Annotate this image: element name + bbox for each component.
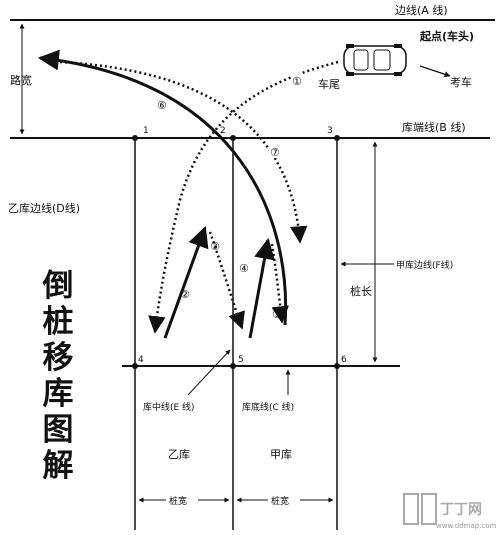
pile-length-label: 桩长 xyxy=(350,284,372,298)
title-char: 移 xyxy=(42,340,74,376)
garage-b-side-line-label: 乙库边线(D线) xyxy=(8,201,80,215)
road-width-label: 路宽 xyxy=(10,73,32,87)
side-line-a-label: 边线(A 线) xyxy=(395,3,448,17)
garage-center-line-label: 库中线(E 线) xyxy=(143,401,195,413)
step-2-path xyxy=(163,226,209,339)
point-label-4: 4 xyxy=(138,355,144,365)
step-5-label: ⑤ xyxy=(272,308,282,321)
car-icon xyxy=(343,44,407,76)
step-6-path xyxy=(37,49,288,326)
watermark-logo: 丁丁网 www.ddmap.com xyxy=(403,493,497,530)
step-7-path xyxy=(59,60,308,244)
point-label-5: 5 xyxy=(238,355,244,365)
step-4-label: ④ xyxy=(239,262,249,275)
point-label-2: 2 xyxy=(220,126,226,136)
step-3-label: ③ xyxy=(210,240,220,253)
title-char: 库 xyxy=(42,376,74,412)
title-char: 倒 xyxy=(42,268,74,304)
garage-bottom-line-label: 库底线(C 线) xyxy=(242,401,294,413)
point-label-3: 3 xyxy=(327,126,333,136)
watermark-url: www.ddmap.com xyxy=(436,522,497,530)
step-2-label: ② xyxy=(180,288,190,301)
title-char: 图 xyxy=(42,412,74,448)
point-label-6: 6 xyxy=(341,355,347,365)
pile-point-2 xyxy=(230,135,236,141)
step-4-path xyxy=(248,237,275,339)
pile-point-3 xyxy=(334,135,340,141)
car-tail-label: 车尾 xyxy=(318,77,340,91)
step-3-path xyxy=(208,231,245,330)
examiner-car-label: 考车 xyxy=(450,75,472,89)
garage-center-line-arrow xyxy=(187,349,231,396)
step-7-label: ⑦ xyxy=(270,146,280,159)
diagram-title: 倒 桩 移 库 图 解 xyxy=(38,268,78,484)
step-5-path xyxy=(270,243,289,324)
title-char: 解 xyxy=(42,448,74,484)
examiner-car-arrow xyxy=(419,65,451,78)
pile-point-6 xyxy=(334,363,340,369)
pile-point-4 xyxy=(132,363,138,369)
pile-point-5 xyxy=(230,363,236,369)
pile-width-right-label: 桩宽 xyxy=(271,495,289,507)
point-label-1: 1 xyxy=(143,126,149,136)
pile-width-left-label: 桩宽 xyxy=(169,495,187,507)
pile-point-1 xyxy=(132,135,138,141)
step-1-path xyxy=(148,60,339,334)
step-1-label: ① xyxy=(292,75,302,88)
step-6-label: ⑥ xyxy=(157,99,167,112)
start-point-label: 起点(车头) xyxy=(419,29,474,43)
garage-b-label: 乙库 xyxy=(168,448,190,461)
garage-a-label: 甲库 xyxy=(270,448,292,461)
watermark-brand: 丁丁网 xyxy=(440,502,482,518)
title-char: 桩 xyxy=(42,304,74,340)
garage-end-line-label: 库端线(B 线) xyxy=(402,120,466,134)
garage-a-side-line-label: 甲库边线(F线) xyxy=(396,259,453,271)
